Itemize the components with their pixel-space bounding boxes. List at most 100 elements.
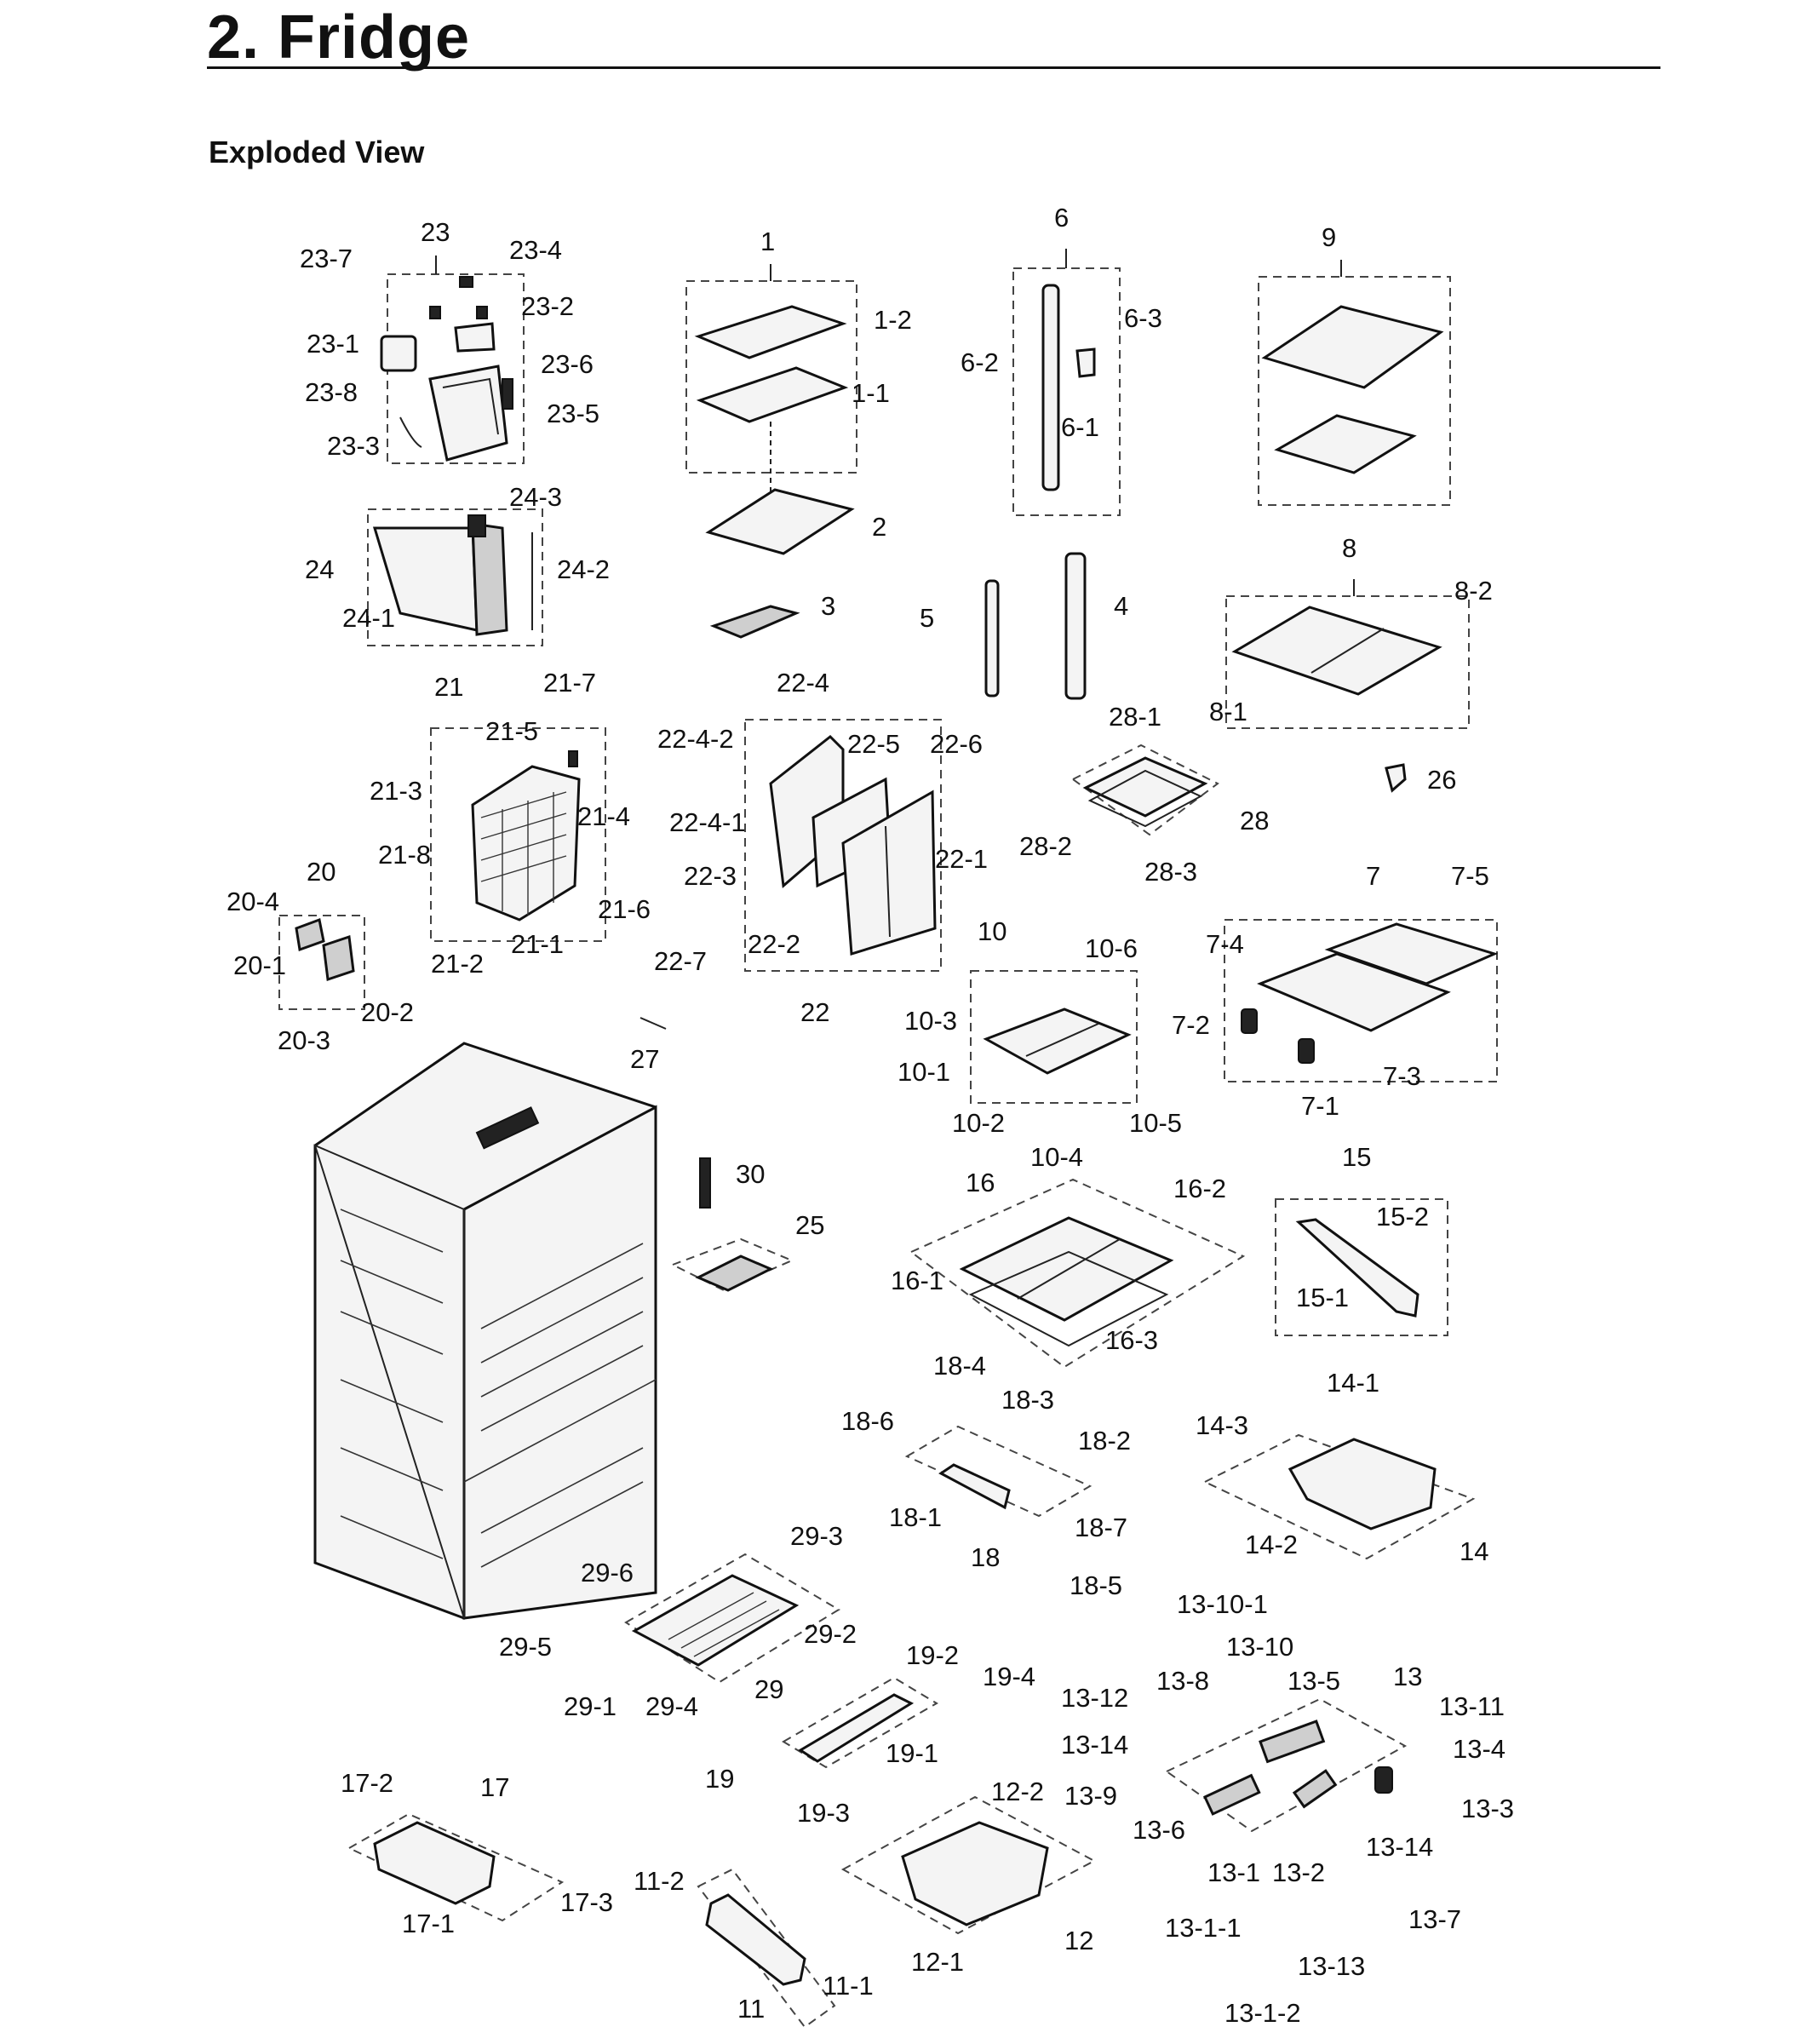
- assembly-17-drawing: [347, 1812, 565, 1922]
- fridge-cabinet-drawing: [313, 1042, 657, 1620]
- label-15-1: 15-1: [1296, 1283, 1350, 1312]
- label-23: 23: [421, 217, 450, 247]
- label-13-9: 13-9: [1064, 1781, 1118, 1811]
- label-18: 18: [971, 1542, 1001, 1572]
- label-18-7: 18-7: [1075, 1513, 1128, 1542]
- label-18-6: 18-6: [841, 1406, 895, 1436]
- assembly-24-drawing: [367, 508, 543, 646]
- label-12: 12: [1064, 1926, 1094, 1955]
- label-16: 16: [966, 1168, 995, 1197]
- label-15-2: 15-2: [1376, 1202, 1430, 1232]
- label-11: 11: [737, 1994, 766, 2024]
- label-8-1: 8-1: [1209, 697, 1247, 726]
- label-21-1: 21-1: [511, 929, 565, 959]
- label-7-5: 7-5: [1451, 861, 1489, 891]
- assembly-12-drawing: [840, 1795, 1097, 1935]
- label-22-1: 22-1: [935, 844, 989, 874]
- label-13-3: 13-3: [1461, 1794, 1515, 1823]
- label-20: 20: [307, 857, 336, 887]
- label-13-11: 13-11: [1439, 1691, 1505, 1721]
- label-14-2: 14-2: [1245, 1530, 1299, 1559]
- label-17-3: 17-3: [560, 1887, 614, 1917]
- label-23-8: 23-8: [305, 377, 358, 407]
- label-13-6: 13-6: [1133, 1815, 1186, 1845]
- label-1-1: 1-1: [852, 378, 890, 408]
- label-14-1: 14-1: [1327, 1368, 1380, 1398]
- assembly-16-drawing: [909, 1178, 1246, 1369]
- page-title: 2. Fridge: [207, 3, 471, 72]
- label-13-4: 13-4: [1453, 1734, 1506, 1764]
- label-6-1: 6-1: [1061, 412, 1099, 442]
- label-24: 24: [305, 554, 335, 584]
- label-28-1: 28-1: [1109, 702, 1162, 732]
- label-23-1: 23-1: [307, 329, 360, 359]
- label-21: 21: [434, 672, 464, 702]
- label-11-1: 11-1: [823, 1971, 874, 2001]
- label-1: 1: [760, 227, 776, 256]
- label-19: 19: [705, 1764, 735, 1794]
- assembly-6-drawing: [1012, 249, 1121, 516]
- label-12-2: 12-2: [991, 1777, 1045, 1806]
- label-16-1: 16-1: [891, 1266, 944, 1295]
- label-18-2: 18-2: [1078, 1426, 1132, 1455]
- assembly-19-drawing: [782, 1676, 938, 1769]
- label-21-6: 21-6: [598, 894, 651, 924]
- label-22-7: 22-7: [654, 946, 708, 976]
- label-20-1: 20-1: [233, 950, 287, 980]
- label-20-2: 20-2: [361, 997, 415, 1027]
- label-19-4: 19-4: [983, 1662, 1036, 1691]
- label-9: 9: [1322, 222, 1337, 252]
- label-13-1-2: 13-1-2: [1224, 1998, 1301, 2028]
- label-18-1: 18-1: [889, 1502, 943, 1532]
- label-12-1: 12-1: [911, 1947, 965, 1977]
- assembly-29-drawing: [624, 1553, 840, 1684]
- label-29-2: 29-2: [804, 1619, 857, 1649]
- title-rule: [207, 66, 1660, 69]
- assembly-18-drawing: [904, 1425, 1093, 1518]
- label-29: 29: [754, 1674, 784, 1704]
- label-17: 17: [480, 1772, 510, 1802]
- label-17-1: 17-1: [402, 1909, 456, 1938]
- label-21-2: 21-2: [431, 949, 485, 979]
- label-15: 15: [1342, 1142, 1372, 1172]
- label-23-6: 23-6: [541, 349, 594, 379]
- part-30-drawing: [699, 1157, 711, 1209]
- assembly-14-drawing: [1202, 1433, 1476, 1560]
- label-13-7: 13-7: [1408, 1904, 1462, 1934]
- label-28: 28: [1240, 806, 1270, 835]
- label-22-6: 22-6: [930, 729, 984, 759]
- label-17-2: 17-2: [341, 1768, 394, 1798]
- label-16-2: 16-2: [1173, 1174, 1227, 1203]
- label-22: 22: [800, 997, 830, 1027]
- label-24-1: 24-1: [342, 603, 396, 633]
- label-29-3: 29-3: [790, 1521, 844, 1551]
- section-subtitle: Exploded View: [209, 135, 425, 169]
- label-13-10-1: 13-10-1: [1177, 1589, 1268, 1619]
- label-23-3: 23-3: [327, 431, 381, 461]
- label-13-10: 13-10: [1226, 1632, 1294, 1662]
- label-28-2: 28-2: [1019, 831, 1073, 861]
- assembly-20-drawing: [278, 915, 365, 1010]
- label-8-2: 8-2: [1454, 576, 1493, 606]
- label-10-2: 10-2: [952, 1108, 1006, 1138]
- label-2: 2: [872, 512, 887, 542]
- assembly-21-drawing: [430, 727, 606, 942]
- label-23-7: 23-7: [300, 244, 353, 273]
- label-13-12: 13-12: [1061, 1683, 1129, 1713]
- part-27-drawing: [639, 1017, 667, 1030]
- label-5: 5: [920, 603, 935, 633]
- label-16-3: 16-3: [1105, 1325, 1159, 1355]
- label-29-5: 29-5: [499, 1632, 553, 1662]
- label-11-2: 11-2: [634, 1866, 685, 1896]
- label-13-1: 13-1: [1207, 1857, 1261, 1887]
- label-24-2: 24-2: [557, 554, 611, 584]
- label-21-5: 21-5: [485, 716, 539, 746]
- assembly-15-drawing: [1275, 1198, 1448, 1336]
- label-18-4: 18-4: [933, 1351, 987, 1381]
- label-22-2: 22-2: [748, 929, 801, 959]
- label-7-4: 7-4: [1206, 929, 1244, 959]
- label-13-14-upper: 13-14: [1061, 1730, 1129, 1760]
- label-7: 7: [1366, 861, 1381, 891]
- assembly-28-drawing: [1071, 744, 1219, 836]
- label-23-4: 23-4: [509, 235, 563, 265]
